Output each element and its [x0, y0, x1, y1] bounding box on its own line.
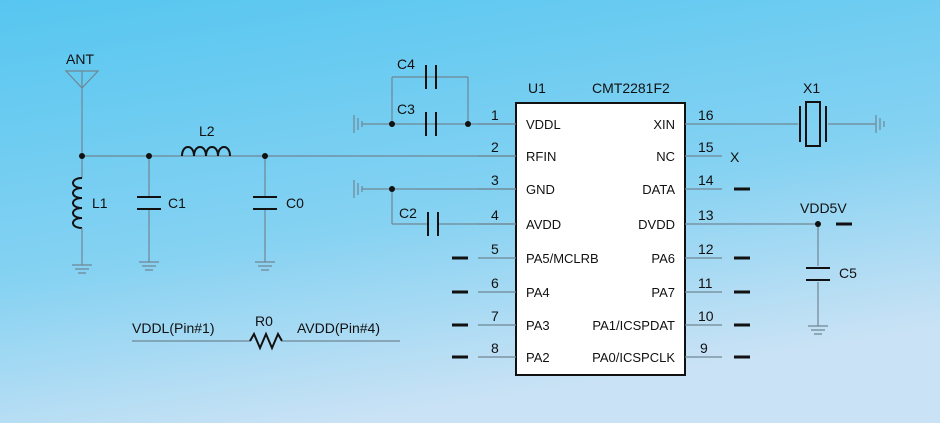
dvdd-network — [722, 222, 852, 335]
pin-label: NC — [656, 149, 675, 164]
pin-label: PA0/ICSPCLK — [592, 350, 675, 365]
pin-number: 2 — [491, 139, 499, 155]
c3-label: C3 — [397, 101, 415, 117]
pin-label: GND — [526, 182, 555, 197]
pin-number: 7 — [491, 308, 499, 324]
vdd5v-label: VDD5V — [800, 200, 847, 216]
inductor-l1 — [72, 156, 92, 274]
pin-number: 9 — [700, 340, 708, 356]
r0-label: R0 — [255, 313, 273, 329]
no-connect-mark: X — [730, 149, 740, 165]
pin-label: RFIN — [526, 149, 556, 164]
c0-label: C0 — [286, 195, 304, 211]
junction-dot — [465, 121, 471, 127]
c4-label: C4 — [397, 56, 415, 72]
inductor-l2 — [181, 146, 231, 157]
junction-dot — [79, 153, 85, 159]
pin-label: PA7 — [651, 285, 675, 300]
resistor-r0 — [132, 331, 400, 351]
junction-dot — [146, 153, 152, 159]
l1-label: L1 — [92, 195, 108, 211]
c2-label: C2 — [399, 205, 417, 221]
crystal-x1 — [722, 101, 885, 147]
pin-label: AVDD — [526, 217, 561, 232]
capacitor-c2 — [427, 212, 439, 236]
junction-dot — [815, 221, 821, 227]
chip-ref-label: U1 — [528, 80, 546, 96]
chip-part-label: CMT2281F2 — [592, 80, 670, 96]
pin-number: 12 — [698, 241, 714, 257]
pin-number: 5 — [491, 241, 499, 257]
pin-label: DVDD — [638, 217, 675, 232]
pin-number: 16 — [698, 107, 714, 123]
pin-number: 11 — [698, 275, 713, 291]
c1-label: C1 — [168, 195, 186, 211]
pin-number: 1 — [491, 107, 499, 123]
capacitor-c5 — [806, 267, 830, 281]
pin-label: PA1/ICSPDAT — [592, 318, 675, 333]
junction-dot — [389, 121, 395, 127]
pin-number: 14 — [698, 172, 714, 188]
pin-label: PA3 — [526, 318, 550, 333]
x1-label: X1 — [803, 80, 820, 96]
junction-dot — [262, 153, 268, 159]
capacitor-c0 — [253, 156, 277, 271]
pin-number: 6 — [491, 275, 499, 291]
junction-dot — [389, 186, 395, 192]
pin-number: 10 — [698, 308, 714, 324]
vddl-ref-label: VDDL(Pin#1) — [132, 320, 214, 336]
pin-number: 15 — [698, 139, 714, 155]
capacitor-c1 — [137, 156, 161, 271]
pin-number: 13 — [698, 207, 714, 223]
capacitor-c4 — [425, 65, 437, 89]
pin-number: 8 — [491, 340, 499, 356]
antenna-symbol — [64, 70, 100, 156]
avdd-ref-label: AVDD(Pin#4) — [297, 320, 380, 336]
left-pins — [452, 123, 516, 359]
pin-label: PA2 — [526, 350, 550, 365]
capacitor-c3 — [425, 112, 437, 136]
right-pins — [685, 123, 750, 359]
pin-label: DATA — [642, 182, 675, 197]
pin-label: PA5/MCLRB — [526, 251, 599, 266]
pin-label: XIN — [653, 117, 675, 132]
pin-label: VDDL — [526, 117, 561, 132]
antenna-label: ANT — [66, 51, 94, 67]
pin-number: 3 — [491, 172, 499, 188]
chip-u1-body — [515, 102, 686, 376]
c5-label: C5 — [839, 265, 857, 281]
l2-label: L2 — [199, 123, 215, 139]
pin-label: PA6 — [651, 251, 675, 266]
pin-number: 4 — [491, 207, 499, 223]
pin-label: PA4 — [526, 285, 550, 300]
